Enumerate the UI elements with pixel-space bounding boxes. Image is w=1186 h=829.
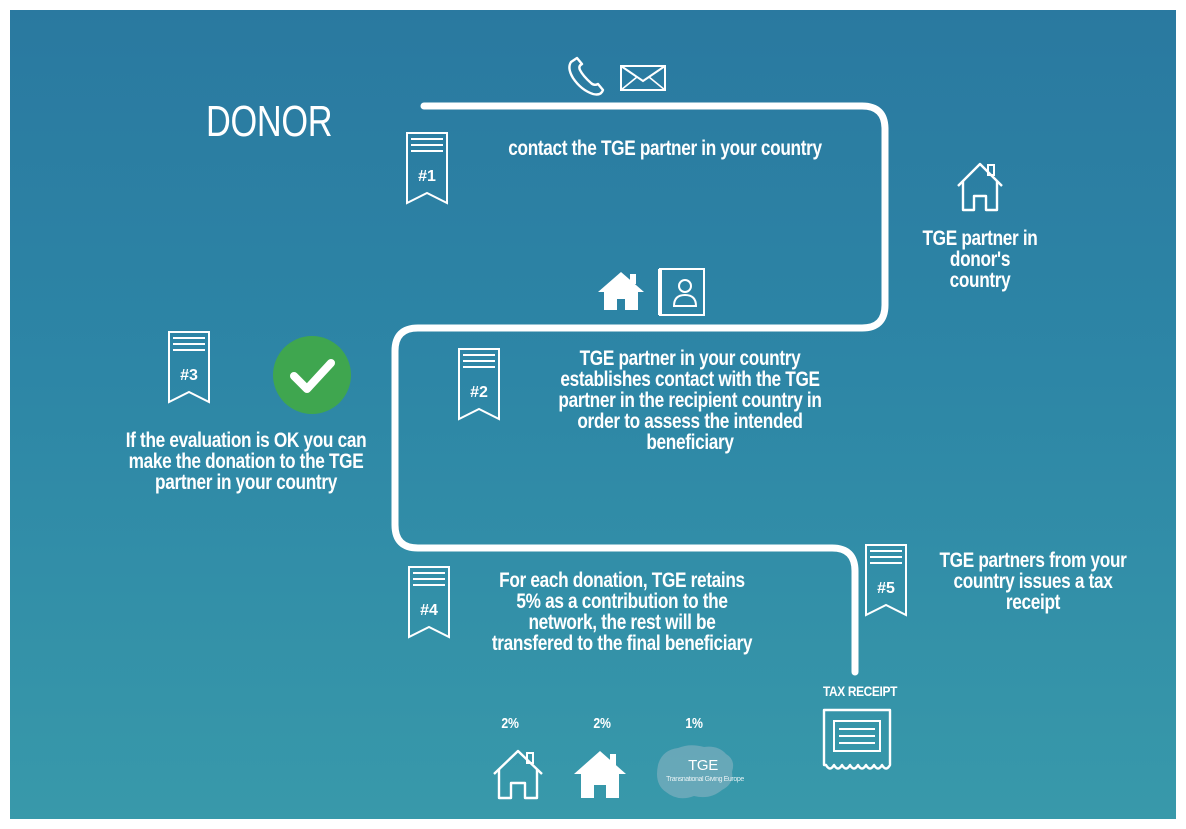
step-4-text: For each donation, TGE retains 5% as a c… — [491, 569, 753, 655]
step-badge-5: #5 — [865, 544, 907, 617]
house-outline-icon — [493, 749, 543, 800]
percentage-1: 2% — [501, 715, 519, 732]
bottom-icons — [493, 745, 734, 800]
receipt-graphic — [822, 708, 892, 770]
logo-name: TGE — [688, 757, 718, 774]
step-2-text: TGE partner in your country establishes … — [558, 347, 822, 454]
partner-house — [957, 162, 1003, 212]
receipt-icon — [822, 708, 892, 770]
house-filled-icon — [598, 272, 644, 310]
infographic-canvas: DONOR #1 #2 — [10, 10, 1176, 819]
house-outline-icon — [957, 162, 1003, 212]
step-5-badge-label: #5 — [877, 580, 895, 597]
step-badges: #1 #2 #3 #4 #5 — [168, 132, 907, 639]
step-2-badge-label: #2 — [470, 384, 488, 401]
percentage-2: 2% — [593, 715, 611, 732]
check-icons — [273, 336, 351, 414]
step-3-badge-label: #3 — [180, 367, 198, 384]
envelope-icon — [620, 65, 666, 91]
logo-tagline: Transnational Giving Europe — [666, 776, 744, 783]
contact-card-icon — [658, 268, 705, 316]
step-badge-4: #4 — [408, 566, 450, 639]
step-4-badge-label: #4 — [420, 602, 438, 619]
house-filled-icon — [574, 751, 626, 798]
flow-path — [391, 102, 889, 676]
top-icons — [568, 56, 666, 96]
partner-label: TGE partner in donor's country — [922, 227, 1038, 292]
step-badge-2: #2 — [458, 348, 500, 421]
step-badge-3: #3 — [168, 331, 210, 404]
percentage-3: 1% — [685, 715, 703, 732]
phone-icon — [568, 56, 605, 96]
tge-europe-logo — [657, 745, 734, 799]
page-title: DONOR — [206, 97, 333, 146]
tax-receipt-label: TAX RECEIPT — [822, 683, 898, 699]
step-3-text: If the evaluation is OK you can make the… — [125, 429, 367, 494]
check-circle-icon — [273, 336, 351, 414]
middle-icons — [598, 268, 705, 316]
step-1-badge-label: #1 — [418, 168, 436, 185]
step-1-text: contact the TGE partner in your country — [508, 137, 822, 160]
step-badge-1: #1 — [406, 132, 448, 205]
step-5-text: TGE partners from your country issues a … — [939, 549, 1127, 614]
